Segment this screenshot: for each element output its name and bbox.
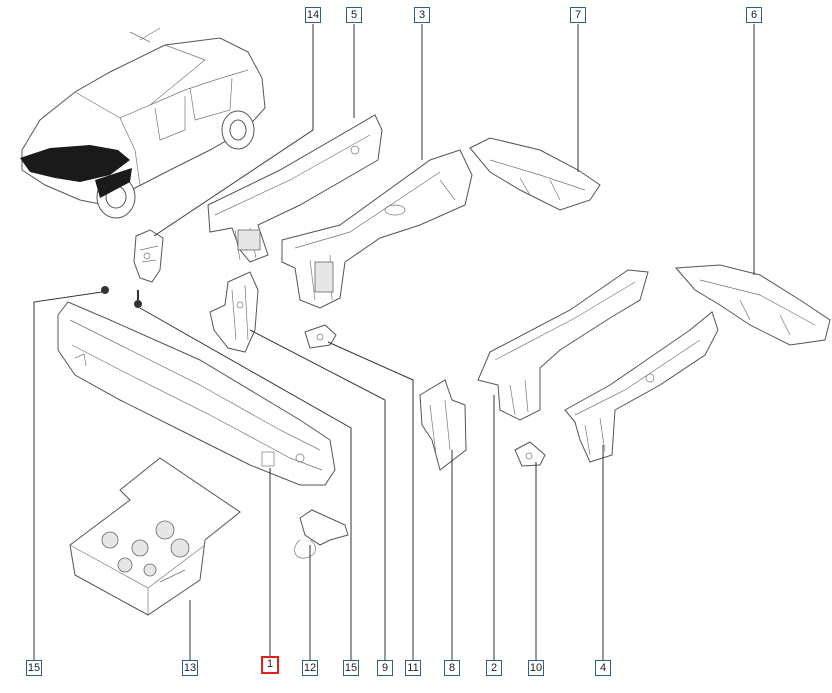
- part-12-hook[interactable]: [294, 509, 349, 559]
- part-1-front-crossmember[interactable]: [57, 301, 336, 486]
- vehicle-illustration: [20, 27, 266, 219]
- callout-9[interactable]: 9: [377, 660, 393, 676]
- part-7-floor-section[interactable]: [469, 137, 601, 211]
- part-9-bracket[interactable]: [209, 271, 259, 353]
- callout-12[interactable]: 12: [302, 660, 318, 676]
- fastener-screw: [101, 286, 142, 308]
- part-2-lower-rail[interactable]: [477, 269, 649, 421]
- callout-15-left[interactable]: 15: [26, 660, 42, 676]
- callout-2[interactable]: 2: [486, 660, 502, 676]
- part-11-clip[interactable]: [304, 324, 337, 349]
- callout-14[interactable]: 14: [305, 7, 321, 23]
- callout-13[interactable]: 13: [182, 660, 198, 676]
- part-4-side-member[interactable]: [564, 311, 719, 463]
- part-3-side-member[interactable]: [281, 149, 473, 309]
- leader-lines: [33, 24, 755, 660]
- part-13-parts-box[interactable]: [69, 457, 241, 616]
- callout-3[interactable]: 3: [414, 7, 430, 23]
- callout-4[interactable]: 4: [595, 660, 611, 676]
- callout-7[interactable]: 7: [570, 7, 586, 23]
- callout-5[interactable]: 5: [346, 7, 362, 23]
- callout-1[interactable]: 1: [261, 656, 279, 674]
- callout-10[interactable]: 10: [528, 660, 544, 676]
- part-5-upper-rail[interactable]: [207, 114, 383, 263]
- callout-15-right[interactable]: 15: [343, 660, 359, 676]
- part-10-bracket[interactable]: [514, 441, 546, 467]
- part-6-floor-section[interactable]: [674, 264, 831, 346]
- part-8-bracket[interactable]: [419, 379, 467, 471]
- callout-8[interactable]: 8: [444, 660, 460, 676]
- callout-11[interactable]: 11: [405, 660, 421, 676]
- part-14-bracket[interactable]: [133, 229, 164, 283]
- callout-6[interactable]: 6: [746, 7, 762, 23]
